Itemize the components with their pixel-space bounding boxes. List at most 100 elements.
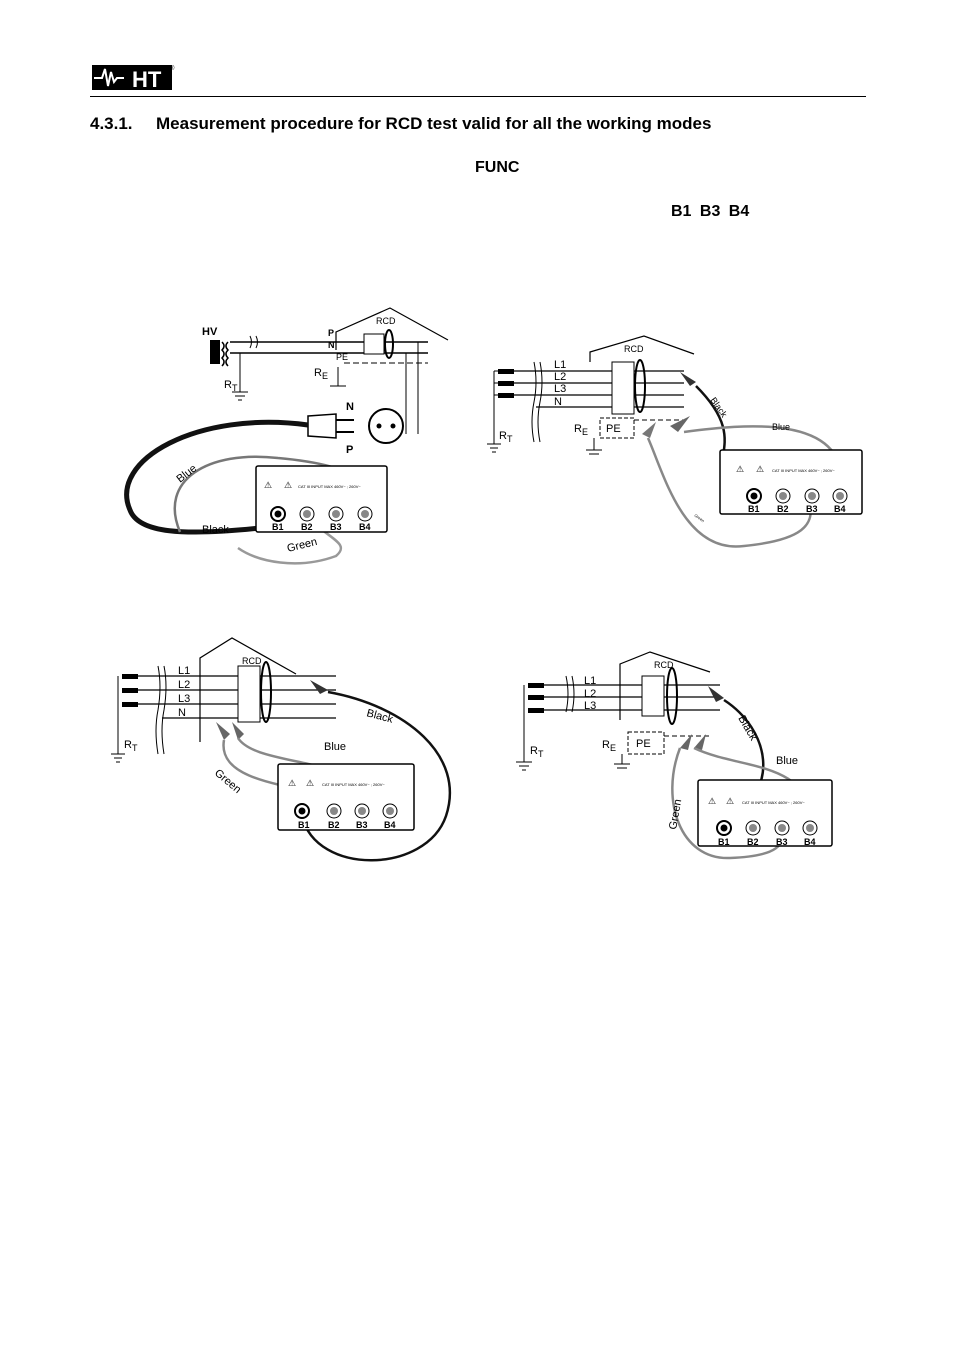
svg-text:B3: B3 (776, 837, 788, 847)
svg-text:B4: B4 (384, 820, 396, 830)
green-lead-2 (646, 437, 812, 548)
header-rule (90, 96, 866, 97)
terminal-b1-1 (270, 506, 286, 522)
svg-text:Green: Green (212, 767, 243, 796)
green-lead-1 (237, 519, 343, 565)
svg-text:Black: Black (708, 395, 729, 419)
svg-text:B2: B2 (777, 504, 789, 514)
svg-text:CAT III INPUT MAX 460V~ ; 260: CAT III INPUT MAX 460V~ ; 260V~ (742, 800, 805, 805)
terminal-b3-1 (328, 506, 344, 522)
green-lead-label-1: Green (286, 536, 319, 555)
diagram-three-phase-neutral: RT L1 L2 L3 N RCD Black Blue Green ⚠ ⚠ C… (111, 637, 452, 862)
section-heading: 4.3.1. Measurement procedure for RCD test… (90, 114, 711, 134)
rt-label-4: RT (530, 745, 544, 759)
clip-black-2 (680, 372, 696, 386)
svg-text:L3: L3 (178, 693, 190, 705)
hv-label: HV (202, 326, 218, 338)
clip-green-2 (642, 422, 656, 438)
func-keyword: FUNC (475, 159, 520, 176)
svg-text:L2: L2 (584, 688, 596, 700)
line-n-label: N (328, 340, 335, 350)
svg-text:⚠: ⚠ (708, 796, 716, 806)
instrument-panel-1 (255, 465, 388, 533)
svg-text:PE: PE (606, 423, 621, 435)
svg-text:N: N (178, 707, 186, 719)
svg-text:Blue: Blue (324, 741, 346, 753)
svg-text:B1: B1 (718, 837, 730, 847)
svg-text:B2: B2 (328, 820, 340, 830)
rt-label-3: RT (124, 739, 138, 753)
svg-text:RCD: RCD (242, 656, 262, 666)
svg-text:B1: B1 (748, 504, 760, 514)
svg-text:L2: L2 (178, 679, 190, 691)
house-roof (335, 307, 449, 350)
svg-text:RCD: RCD (624, 344, 644, 354)
svg-text:⚠: ⚠ (288, 778, 296, 788)
blue-lead-label-1: Blue (174, 462, 199, 485)
terminal-b4-1 (357, 506, 373, 522)
black-lead-label-1: Black (202, 524, 229, 536)
svg-text:L3: L3 (554, 383, 566, 395)
svg-text:B2: B2 (747, 837, 759, 847)
diagram-three-phase-neutral-pe: RT L1 L2 L3 N RCD PE RE Black Blue Green… (487, 335, 863, 548)
section-title: Measurement procedure for RCD test valid… (156, 114, 712, 133)
svg-text:⚠: ⚠ (756, 464, 764, 474)
svg-text:L1: L1 (178, 665, 190, 677)
logo-text: HT (132, 67, 162, 92)
svg-text:⚠: ⚠ (284, 480, 292, 490)
rcd-box (363, 333, 385, 355)
instrument-panel-3 (277, 763, 415, 831)
socket (368, 408, 404, 444)
diagram-three-phase-pe: RT L1 L2 L3 RCD PE RE Black Blue Green ⚠… (516, 651, 833, 860)
svg-text:RCD: RCD (654, 660, 674, 670)
logo-registered-mark: ® (170, 65, 175, 72)
svg-text:B3: B3 (330, 522, 342, 532)
re-label-4: RE (602, 739, 616, 753)
svg-text:PE: PE (636, 738, 651, 750)
clip-blue-2 (670, 416, 690, 432)
svg-text:⚠: ⚠ (736, 464, 744, 474)
terminal-keywords: B1 B3 B4 (671, 203, 750, 220)
black-lead-1 (124, 419, 309, 535)
ht-logo: HT ® (92, 65, 175, 92)
svg-text:N: N (554, 396, 562, 408)
rt-label: RT (224, 379, 238, 393)
transformer-primary (210, 340, 220, 364)
rt-label-2: RT (499, 430, 513, 444)
plug-p-label: P (346, 444, 353, 456)
plug-n-label: N (346, 401, 354, 413)
black-lead-3 (300, 690, 452, 862)
svg-text:L3: L3 (584, 700, 596, 712)
svg-text:B2: B2 (301, 522, 313, 532)
svg-text:CAT III INPUT MAX 460V~ ; 260: CAT III INPUT MAX 460V~ ; 260V~ (322, 782, 385, 787)
diagram-single-phase-socket: HV P N RCD PE RT RE N P Blue Black Green… (124, 307, 449, 565)
rcd-label: RCD (376, 316, 396, 326)
re-label-2: RE (574, 423, 588, 437)
svg-text:B4: B4 (804, 837, 816, 847)
svg-text:L1: L1 (554, 359, 566, 371)
svg-text:B3: B3 (806, 504, 818, 514)
svg-text:⚠: ⚠ (726, 796, 734, 806)
svg-text:L2: L2 (554, 371, 566, 383)
svg-text:B1: B1 (272, 522, 284, 532)
svg-text:CAT III INPUT MAX 460V~ ; 260: CAT III INPUT MAX 460V~ ; 260V~ (772, 468, 835, 473)
svg-text:Blue: Blue (772, 422, 790, 432)
pe-label: PE (336, 352, 348, 362)
svg-text:B3: B3 (356, 820, 368, 830)
svg-text:Blue: Blue (776, 755, 798, 767)
terminal-b2-1 (299, 506, 315, 522)
svg-text:Green: Green (667, 798, 684, 830)
svg-text:B4: B4 (359, 522, 371, 532)
line-p-label: P (328, 328, 334, 338)
svg-text:B4: B4 (834, 504, 846, 514)
svg-text:Black: Black (365, 707, 395, 726)
re-label: RE (314, 367, 328, 381)
svg-text:⚠: ⚠ (306, 778, 314, 788)
svg-text:L1: L1 (584, 675, 596, 687)
panel-text-1: CAT III INPUT MAX 460V~ ; 260V~ (298, 484, 361, 489)
svg-text:⚠: ⚠ (264, 480, 272, 490)
section-number: 4.3.1. (90, 114, 133, 133)
svg-text:B1: B1 (298, 820, 310, 830)
svg-text:Green: Green (693, 513, 705, 523)
schuko-plug (307, 413, 337, 439)
